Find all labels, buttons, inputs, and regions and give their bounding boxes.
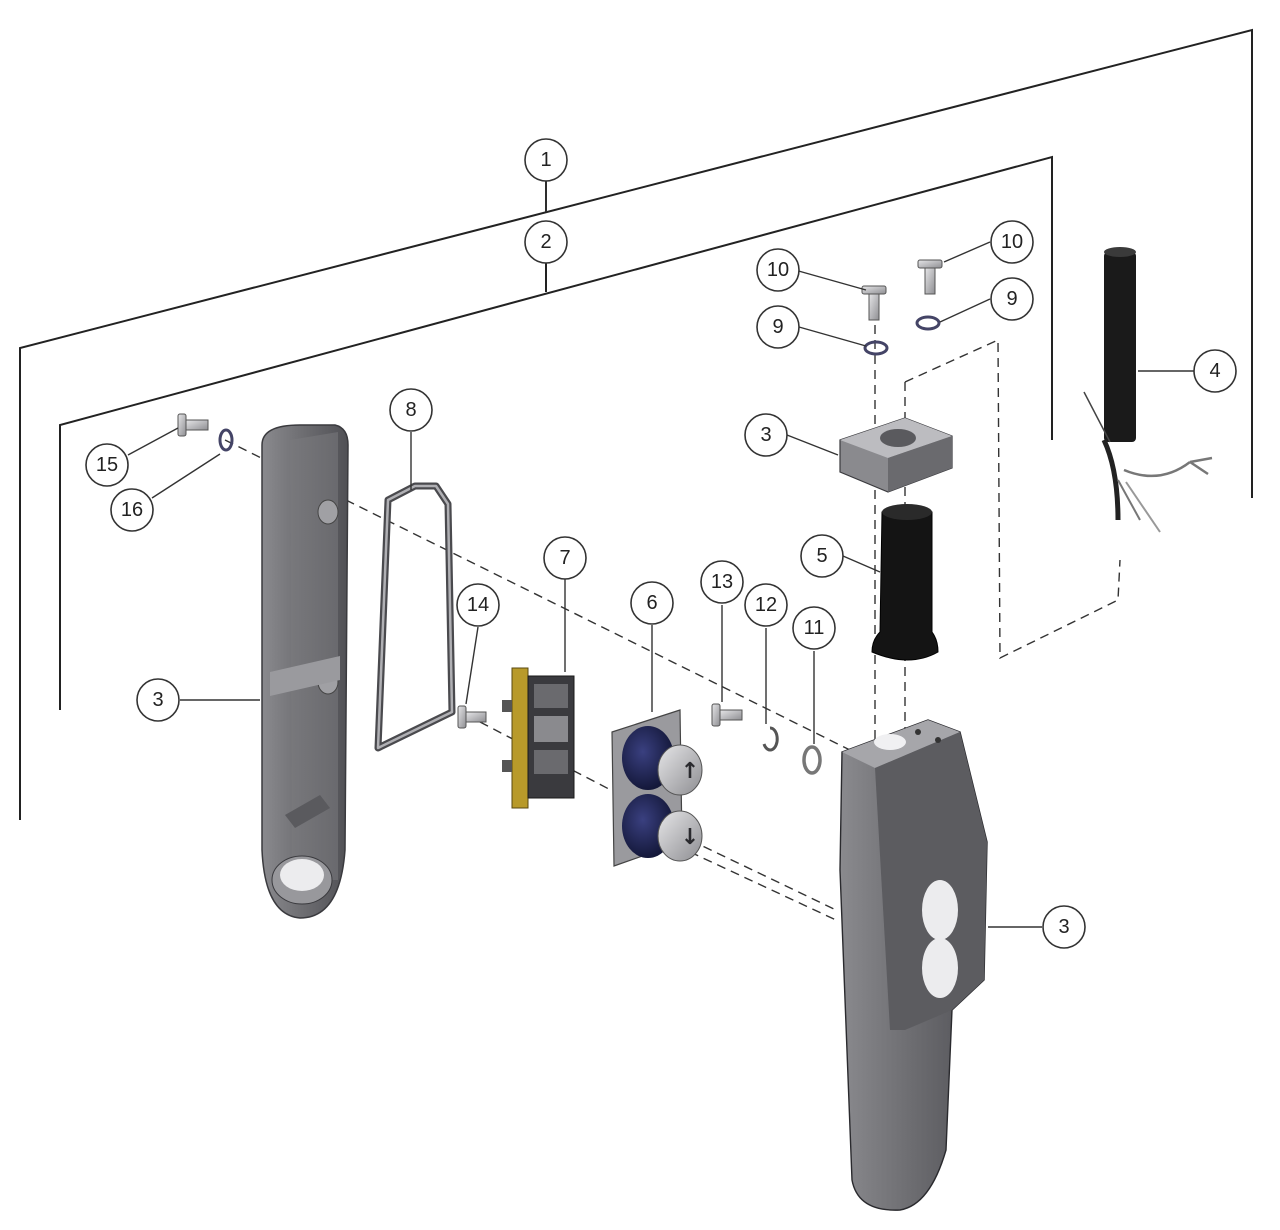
callout-1-label: 1 <box>540 149 551 171</box>
callout-4-label: 4 <box>1209 360 1220 382</box>
callout-9-right: 9 <box>990 277 1034 321</box>
callout-12-label: 12 <box>755 594 777 616</box>
callout-9-left-label: 9 <box>772 316 783 338</box>
callout-7-label: 7 <box>559 547 570 569</box>
callout-5-label: 5 <box>816 545 827 567</box>
callout-6: 6 <box>630 581 674 625</box>
cable-part <box>1083 247 1213 533</box>
washer-part-16 <box>218 428 234 452</box>
callout-8-label: 8 <box>405 399 416 421</box>
callout-14: 14 <box>456 583 500 627</box>
contact-block-part <box>502 667 575 809</box>
callout-15-label: 15 <box>96 454 118 476</box>
callout-3-right: 3 <box>1042 905 1086 949</box>
spring-washer-part-12 <box>762 726 779 752</box>
callout-3-top: 3 <box>744 413 788 457</box>
callout-3-top-label: 3 <box>760 424 771 446</box>
callout-3-left: 3 <box>136 678 180 722</box>
washer-part-9-left <box>863 340 889 356</box>
callout-7: 7 <box>543 536 587 580</box>
callout-9-left: 9 <box>756 305 800 349</box>
screw-part-10-left <box>861 285 887 321</box>
callout-10-right-label: 10 <box>1001 231 1023 253</box>
callout-10-right: 10 <box>990 220 1034 264</box>
callout-2: 2 <box>524 220 568 264</box>
callout-4: 4 <box>1193 349 1237 393</box>
callout-14-label: 14 <box>467 594 489 616</box>
callout-12: 12 <box>744 583 788 627</box>
cable-grommet-part <box>871 504 939 661</box>
callout-11-label: 11 <box>804 617 825 639</box>
callout-5: 5 <box>800 534 844 578</box>
callout-13: 13 <box>700 560 744 604</box>
washer-part-9-right <box>915 315 941 331</box>
callout-13-label: 13 <box>711 571 733 593</box>
down-arrow-icon: ↓ <box>681 825 699 850</box>
callout-1: 1 <box>524 138 568 182</box>
callout-9-right-label: 9 <box>1006 288 1017 310</box>
push-button-assembly-part: ↑ ↓ <box>611 709 703 867</box>
callout-8: 8 <box>389 388 433 432</box>
callout-3-right-label: 3 <box>1058 916 1069 938</box>
callout-15: 15 <box>85 443 129 487</box>
up-arrow-icon: ↑ <box>681 759 699 784</box>
callout-10-left: 10 <box>756 248 800 292</box>
screw-part-15 <box>177 413 209 437</box>
screw-part-13 <box>711 703 743 727</box>
leader-lines <box>127 180 1194 928</box>
gasket-part <box>374 482 456 752</box>
callout-10-left-label: 10 <box>767 259 789 281</box>
top-cap-part <box>839 417 953 493</box>
back-cover-part <box>261 424 349 919</box>
callout-16-label: 16 <box>121 499 143 521</box>
main-housing-part <box>839 719 988 1211</box>
assembly-frame-2 <box>59 155 1053 710</box>
callout-3-left-label: 3 <box>152 689 163 711</box>
callout-16: 16 <box>110 488 154 532</box>
callout-11: 11 <box>792 606 836 650</box>
callout-6-label: 6 <box>646 592 657 614</box>
o-ring-part-11 <box>802 745 822 775</box>
callout-2-label: 2 <box>540 231 551 253</box>
screw-part-14 <box>457 705 487 729</box>
screw-part-10-right <box>917 259 943 295</box>
